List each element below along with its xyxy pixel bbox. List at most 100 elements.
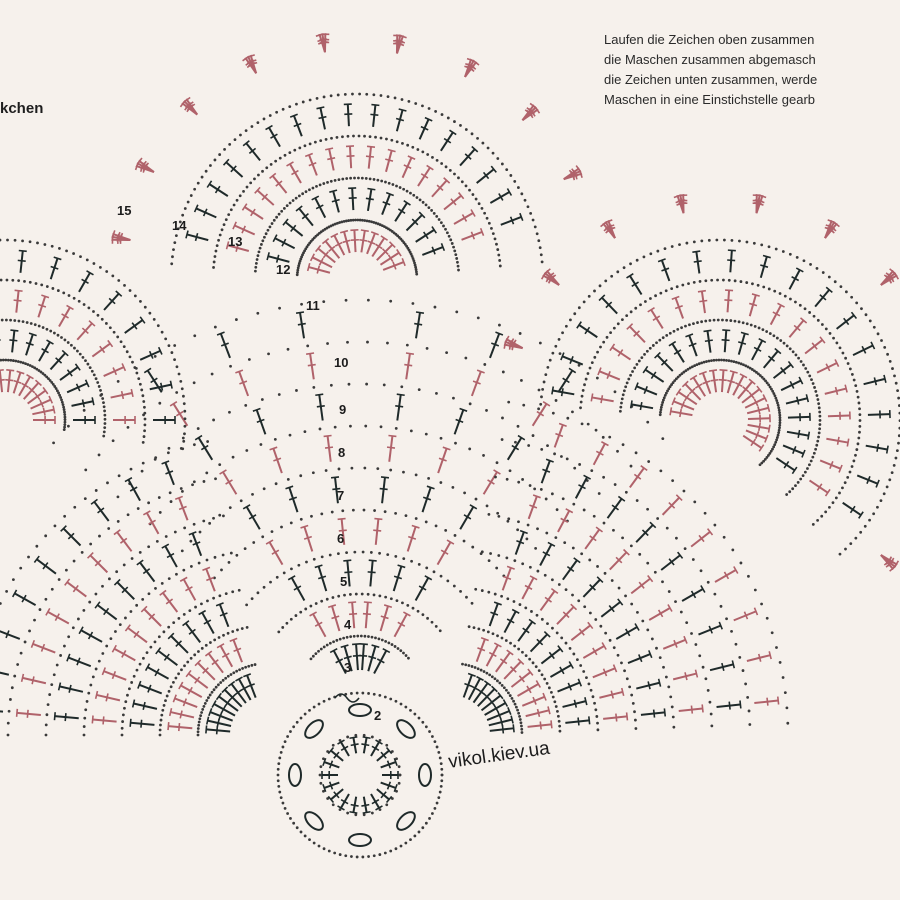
chain-dot xyxy=(37,369,41,372)
dc-top xyxy=(382,647,391,654)
chain-dot xyxy=(0,602,2,605)
chain-dot xyxy=(331,743,335,747)
chain-dot xyxy=(791,487,795,491)
dc-bar xyxy=(239,380,248,385)
chain-dot xyxy=(621,443,625,447)
chain-dot xyxy=(254,265,258,269)
chain-dot xyxy=(590,469,594,473)
dc-top xyxy=(504,335,510,344)
dc-top xyxy=(232,221,237,230)
chain-dot xyxy=(771,389,775,393)
chain-dot xyxy=(62,428,66,431)
chain-dot xyxy=(551,411,555,415)
chain-dot xyxy=(390,750,394,753)
dc-bar xyxy=(147,684,152,693)
chain-dot xyxy=(291,199,295,202)
chain-dot xyxy=(85,700,89,703)
chain-dot xyxy=(326,180,329,184)
dc-bar xyxy=(562,377,570,384)
chain-dot xyxy=(629,310,633,314)
chain-dot xyxy=(6,358,10,362)
chain-dot xyxy=(593,701,596,705)
chain-dot xyxy=(659,408,663,412)
chain-dot xyxy=(471,545,475,549)
chain-dot xyxy=(693,364,697,368)
chain-dot xyxy=(96,381,100,384)
chain-dot xyxy=(213,325,217,329)
dc-top xyxy=(34,379,42,387)
chain-dot xyxy=(301,192,305,196)
dc-bar xyxy=(436,184,444,192)
dc-top xyxy=(545,458,554,463)
dc-top xyxy=(512,724,515,733)
dc-stitch xyxy=(609,551,628,571)
dc-bar xyxy=(657,609,664,618)
dc-bar xyxy=(64,713,67,722)
dc-stitch xyxy=(130,721,155,726)
chain-dot xyxy=(747,709,751,713)
dc-stitch xyxy=(330,749,344,762)
dc-bar xyxy=(600,395,604,404)
chain-dot xyxy=(832,336,835,340)
chain-dot xyxy=(393,645,397,648)
chain-dot xyxy=(604,631,608,635)
dc-bar xyxy=(638,654,643,663)
dc-stitch xyxy=(431,179,448,198)
dc-top xyxy=(121,363,127,372)
chain-dot xyxy=(308,142,312,146)
chain-dot xyxy=(446,579,450,583)
dc-top xyxy=(507,707,512,716)
chain-dot xyxy=(863,524,867,528)
chain-dot xyxy=(124,616,127,620)
chain-dot xyxy=(427,107,431,110)
chain-dot xyxy=(200,175,204,179)
chain-dot xyxy=(303,144,307,148)
chain-dot xyxy=(496,248,500,251)
chain-dot xyxy=(325,597,329,601)
dc-bar xyxy=(650,371,657,379)
dc-bar xyxy=(333,751,340,759)
chain-dot xyxy=(378,594,382,598)
chain-dot xyxy=(489,552,492,555)
dc-bar xyxy=(203,619,212,625)
chain-dot xyxy=(351,218,355,222)
chain-dot xyxy=(411,606,415,610)
chain-dot xyxy=(231,630,235,633)
dc-bar xyxy=(335,658,344,664)
chain-dot xyxy=(649,252,653,256)
chain-dot xyxy=(355,855,359,859)
chain-dot xyxy=(335,638,339,642)
dc-stitch xyxy=(309,353,315,380)
chain-dot xyxy=(700,239,704,243)
chain-dot xyxy=(256,591,260,595)
chain-dot xyxy=(471,193,475,196)
chain-dot xyxy=(117,279,121,282)
chain-dot xyxy=(142,400,146,403)
chain-dot xyxy=(620,318,624,322)
dc-top xyxy=(801,449,806,458)
chain-dot xyxy=(377,637,381,641)
dc-top xyxy=(832,221,840,228)
dc-top xyxy=(807,431,811,440)
chain-dot xyxy=(670,705,674,709)
chain-dot xyxy=(828,332,832,335)
chain-dot xyxy=(817,435,820,439)
chain-dot xyxy=(182,394,185,398)
chain-dot xyxy=(648,346,652,350)
dc-stitch xyxy=(174,697,198,708)
dc-bar xyxy=(233,647,242,653)
chain-dot xyxy=(229,208,233,212)
chain-dot xyxy=(672,329,676,333)
chain-dot xyxy=(609,331,612,335)
chain-dot xyxy=(566,416,570,420)
chain-dot xyxy=(806,370,810,374)
dc-stitch xyxy=(103,292,120,311)
dc-stitch xyxy=(746,406,769,415)
chain-dot xyxy=(252,541,256,544)
dc-bar xyxy=(607,226,616,232)
chain-dot xyxy=(634,727,638,730)
dc-top xyxy=(558,422,567,428)
chain-dot xyxy=(537,669,541,673)
dc-bar xyxy=(349,612,358,616)
chain-dot xyxy=(540,447,544,451)
